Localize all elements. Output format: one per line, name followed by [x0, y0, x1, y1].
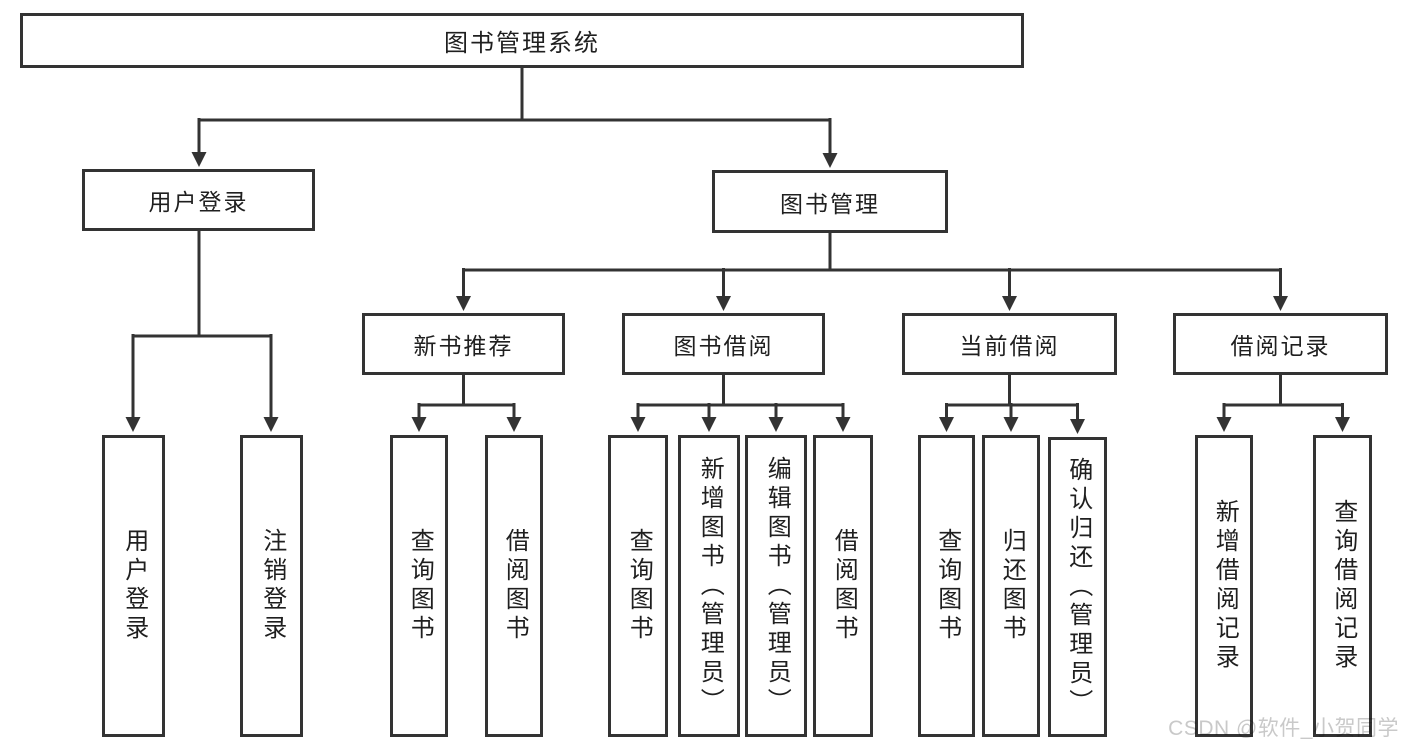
node-label: 查询图书 [625, 528, 653, 644]
leaf-add-borrow-record: 新增借阅记录 [1195, 435, 1253, 737]
connector-user-login-to-leaves [125, 231, 279, 432]
leaf-user-login: 用户登录 [102, 435, 165, 737]
node-book-borrowing: 图书借阅 [622, 313, 825, 375]
leaf-recommend-query-book: 查询图书 [390, 435, 448, 737]
node-system-root: 图书管理系统 [20, 13, 1024, 68]
connector-borrow-record-to-leaves [1216, 375, 1350, 432]
node-new-book-recommend: 新书推荐 [362, 313, 565, 375]
leaf-borrow-book: 借阅图书 [813, 435, 873, 737]
leaf-current-query-book: 查询图书 [918, 435, 975, 737]
node-label: 注销登录 [258, 528, 286, 644]
node-current-borrowing: 当前借阅 [902, 313, 1117, 375]
csdn-watermark: CSDN @软件_小贺同学 [1168, 717, 1399, 740]
connector-root-to-level2 [191, 68, 838, 168]
node-label: 图书管理 [780, 190, 880, 217]
leaf-borrowing-query-book: 查询图书 [608, 435, 668, 737]
node-label: 用户登录 [148, 189, 249, 215]
node-label: 借阅记录 [1230, 333, 1331, 359]
node-label: 图书管理系统 [444, 30, 600, 57]
leaf-edit-book-admin: 编辑图书（管理员） [745, 435, 807, 737]
node-label: 借阅图书 [501, 528, 529, 644]
connector-new-book-rec-to-leaves [411, 375, 522, 432]
node-label: 借阅图书 [830, 528, 858, 644]
leaf-logout: 注销登录 [240, 435, 303, 737]
connector-book-borrow-to-leaves [630, 375, 851, 432]
node-label: 查询图书 [406, 528, 434, 644]
node-label: 归还图书 [998, 528, 1026, 644]
node-label: 查询图书 [933, 528, 961, 644]
node-user-login: 用户登录 [82, 169, 315, 231]
node-label: 编辑图书（管理员） [763, 455, 791, 717]
node-label: 当前借阅 [959, 333, 1060, 359]
leaf-confirm-return-admin: 确认归还（管理员） [1048, 437, 1107, 737]
node-book-management: 图书管理 [712, 170, 948, 233]
leaf-add-book-admin: 新增图书（管理员） [678, 435, 740, 737]
leaf-recommend-borrow-book: 借阅图书 [485, 435, 543, 737]
node-label: 确认归还（管理员） [1064, 456, 1092, 718]
connector-current-borrow-to-leaves [939, 375, 1085, 434]
leaf-query-borrow-record: 查询借阅记录 [1313, 435, 1372, 737]
node-label: 新增图书（管理员） [696, 455, 724, 717]
node-label: 新增借阅记录 [1211, 499, 1239, 673]
node-label: 图书借阅 [673, 333, 774, 359]
node-label: 新书推荐 [413, 333, 514, 359]
node-borrow-records: 借阅记录 [1173, 313, 1388, 375]
node-label: 用户登录 [120, 528, 148, 644]
connector-book-mgmt-to-level3 [456, 233, 1288, 311]
leaf-return-book: 归还图书 [982, 435, 1040, 737]
node-label: 查询借阅记录 [1329, 499, 1357, 673]
